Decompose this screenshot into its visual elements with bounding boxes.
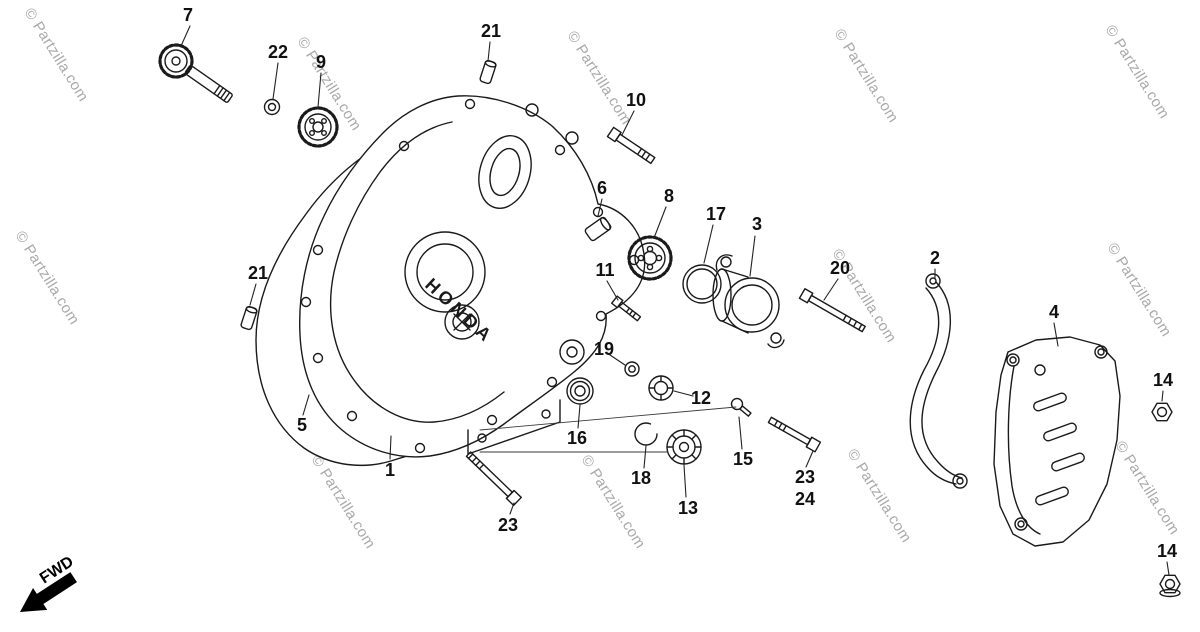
callout-19: 19 xyxy=(593,339,615,359)
part-11-bolt xyxy=(611,295,642,322)
callout-20: 20 xyxy=(829,258,851,278)
callout-21-left: 21 xyxy=(247,263,269,283)
part-16-seal xyxy=(566,377,594,405)
callout-15: 15 xyxy=(732,449,754,469)
callout-8: 8 xyxy=(663,186,675,206)
part-13-cap xyxy=(666,429,702,465)
part-18-circlip xyxy=(634,422,658,446)
callout-11: 11 xyxy=(595,260,615,280)
part-17-retainer-ring xyxy=(682,264,722,304)
callout-6: 6 xyxy=(596,178,608,198)
callout-4: 4 xyxy=(1048,302,1060,322)
callout-23-left: 23 xyxy=(497,515,519,535)
callout-14-top: 14 xyxy=(1152,370,1174,390)
callout-16: 16 xyxy=(566,428,588,448)
fwd-arrow-group: FWD xyxy=(20,553,77,612)
part-23-24-bolt-right xyxy=(767,416,822,453)
callout-12: 12 xyxy=(690,388,712,408)
leader-lines xyxy=(180,25,1170,576)
callout-18: 18 xyxy=(630,468,652,488)
callout-21-top: 21 xyxy=(480,21,502,41)
fwd-arrow-icon xyxy=(20,572,77,612)
part-3-round-cover xyxy=(712,254,785,349)
part-19-washer xyxy=(624,361,640,377)
part-4-sprocket-cover xyxy=(993,336,1121,547)
part-12-oil-seal xyxy=(648,375,674,401)
part-22-washer xyxy=(263,98,281,116)
callout-13: 13 xyxy=(677,498,699,518)
part-20-bolt xyxy=(798,288,866,333)
callout-22: 22 xyxy=(267,42,289,62)
part-21-dowel-top xyxy=(479,59,497,85)
part-1-crankcase-cover: HONDA xyxy=(299,95,646,458)
callout-14-bottom: 14 xyxy=(1156,541,1178,561)
callout-2: 2 xyxy=(929,248,941,268)
callout-7: 7 xyxy=(182,5,194,25)
callout-5: 5 xyxy=(296,415,308,435)
part-10-bolt xyxy=(606,126,656,165)
callout-17: 17 xyxy=(705,204,727,224)
part-14-nut-bottom xyxy=(1159,574,1181,598)
callout-1: 1 xyxy=(384,460,396,480)
assembly-axis-lines xyxy=(479,406,737,453)
callout-3: 3 xyxy=(751,214,763,234)
callout-9: 9 xyxy=(315,52,327,72)
callout-23-right: 23 xyxy=(794,467,816,487)
part-14-nut-top xyxy=(1151,402,1173,422)
part-21-dowel-left xyxy=(240,305,258,331)
part-8-sprocket xyxy=(627,235,673,281)
part-7-gear-shaft xyxy=(158,43,233,103)
part-9-sprocket xyxy=(297,106,339,148)
part-6-dowel xyxy=(584,216,612,242)
callout-10: 10 xyxy=(625,90,647,110)
callout-24: 24 xyxy=(794,489,816,509)
part-15-screw xyxy=(730,397,752,417)
part-23-bolt-left xyxy=(465,451,522,507)
part-2-stay-bracket xyxy=(909,273,968,489)
